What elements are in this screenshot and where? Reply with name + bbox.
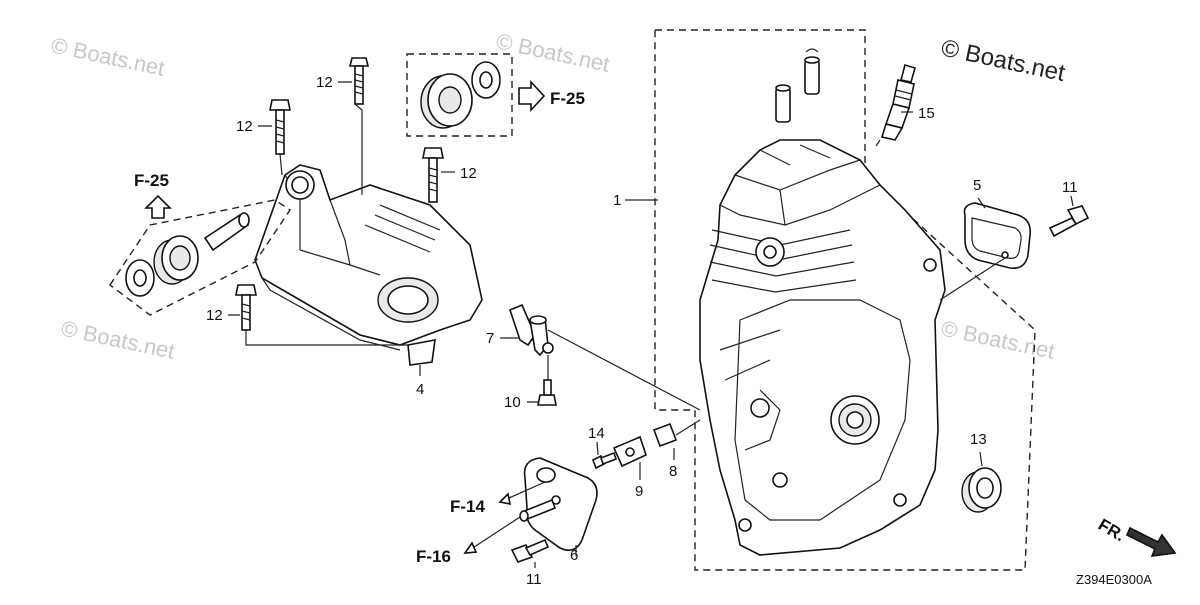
callout-10[interactable]: 10 — [504, 394, 521, 411]
ref-f25-left[interactable]: F-25 — [134, 171, 169, 190]
bearing-top-parts[interactable] — [420, 61, 501, 129]
part-8-bracket[interactable] — [652, 419, 701, 448]
bearing-top-box — [406, 53, 513, 137]
part-6-cover-plate[interactable] — [523, 457, 598, 551]
callout-11a[interactable]: 11 — [1062, 179, 1078, 196]
watermark-main: © Boats.net — [939, 34, 1068, 87]
callout-6[interactable]: 6 — [570, 547, 578, 564]
part-14-screw[interactable] — [591, 451, 618, 470]
part-15-spark-plug[interactable] — [875, 63, 916, 147]
callout-12a[interactable]: 12 — [316, 74, 333, 91]
part-pin[interactable] — [519, 498, 557, 522]
part-13-oil-seal[interactable] — [961, 467, 1002, 513]
diagram-code: Z394E0300A — [1076, 572, 1152, 587]
part-9-plate[interactable] — [612, 435, 647, 468]
callout-15[interactable]: 15 — [918, 105, 935, 122]
part-11-bolt-top[interactable] — [1048, 205, 1090, 238]
bearing-group-box — [109, 199, 291, 316]
part-12-bolt-right[interactable] — [422, 147, 444, 203]
front-arrow-icon — [1125, 526, 1177, 557]
watermark-3: © Boats.net — [59, 315, 177, 363]
callout-1[interactable]: 1 — [613, 192, 621, 209]
part-4-cover[interactable] — [254, 164, 483, 366]
ref-f25-top[interactable]: F-25 — [550, 89, 585, 108]
callout-12d[interactable]: 12 — [206, 307, 223, 324]
callout-12b[interactable]: 12 — [236, 118, 253, 135]
part-12-bolt-bottom[interactable] — [235, 284, 257, 331]
direction-label: FR. — [1095, 515, 1128, 545]
callout-7[interactable]: 7 — [486, 330, 494, 347]
bearing-left-parts[interactable] — [125, 212, 250, 297]
part-1-cylinder-block[interactable] — [699, 139, 946, 556]
part-12-bolt-left[interactable] — [269, 99, 291, 155]
part-7-tube[interactable] — [509, 303, 554, 357]
callout-11b[interactable]: 11 — [526, 571, 542, 588]
part-10-bolt[interactable] — [537, 379, 557, 406]
watermark-4: © Boats.net — [939, 315, 1057, 363]
part-5-gasket[interactable] — [963, 202, 1032, 270]
watermark-1: © Boats.net — [49, 32, 167, 80]
callout-4[interactable]: 4 — [416, 381, 424, 398]
block-group-box — [654, 29, 1036, 571]
arrow-f16-icon — [463, 541, 478, 554]
tappet-parts[interactable] — [775, 48, 820, 123]
ref-f14[interactable]: F-14 — [450, 497, 486, 516]
part-11-bolt-bottom[interactable] — [510, 538, 550, 563]
part-12-bolt-top[interactable] — [348, 57, 370, 105]
callout-14[interactable]: 14 — [588, 425, 605, 442]
arrow-up-icon — [144, 194, 172, 219]
callout-8[interactable]: 8 — [669, 463, 677, 480]
arrow-f14-icon — [498, 492, 512, 506]
callout-9[interactable]: 9 — [635, 483, 643, 500]
ref-f16[interactable]: F-16 — [416, 547, 451, 566]
callout-5[interactable]: 5 — [973, 177, 981, 194]
arrow-right-icon — [518, 79, 546, 113]
callout-13[interactable]: 13 — [970, 431, 987, 448]
callout-12c[interactable]: 12 — [460, 165, 477, 182]
